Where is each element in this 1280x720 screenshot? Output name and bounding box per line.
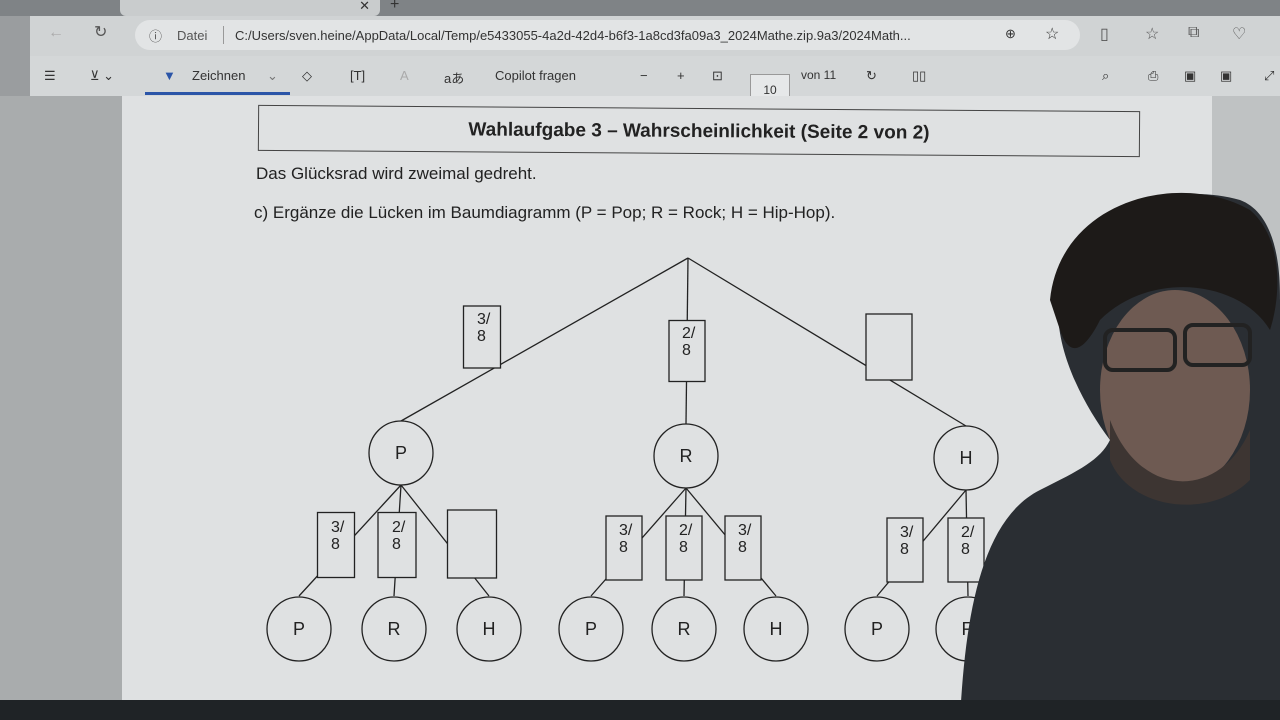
probability-fraction: 3/8 xyxy=(477,311,491,345)
outcome-label: P xyxy=(871,619,883,639)
copilot-button[interactable]: Copilot fragen xyxy=(495,68,576,83)
outcome-label: R xyxy=(388,619,401,639)
collections-icon[interactable]: ⧉ xyxy=(1188,24,1200,41)
text-icon[interactable]: [T] xyxy=(350,68,366,83)
probability-fraction: 3/8 xyxy=(738,522,752,556)
probability-box xyxy=(377,511,417,579)
draw-button[interactable]: ▼ Zeichnen ⌄ xyxy=(145,60,290,95)
probability-fraction: 3/8 xyxy=(619,522,633,556)
probability-fraction: 2/8 xyxy=(679,522,693,556)
tab-strip: ✕ + xyxy=(0,0,1280,16)
probability-box xyxy=(462,305,502,369)
branch-line xyxy=(400,257,689,422)
highlight-icon[interactable]: ⊻ ⌄ xyxy=(90,68,115,83)
page-view-icon[interactable]: ▯▯ xyxy=(912,68,927,83)
print-icon[interactable]: ⎙ xyxy=(1148,68,1159,83)
instruction-line-2: c) Ergänze die Lücken im Baumdiagramm (P… xyxy=(254,203,836,222)
taskbar xyxy=(0,700,1280,720)
outcome-label: H xyxy=(770,619,783,639)
probability-box xyxy=(605,515,643,581)
translate-icon[interactable]: aあ xyxy=(444,71,465,86)
outcome-node xyxy=(456,596,522,662)
probability-fraction: 3/8 xyxy=(900,524,914,558)
outcome-label: R xyxy=(962,619,975,639)
outcome-label: P xyxy=(293,619,305,639)
favorite-star-icon[interactable]: ☆ xyxy=(1045,26,1060,43)
chevron-down-icon[interactable]: ⌄ xyxy=(267,68,278,83)
rotate-icon[interactable]: ↻ xyxy=(866,68,877,83)
refresh-icon[interactable]: ↻ xyxy=(94,24,108,41)
favorites-icon[interactable]: ☆ xyxy=(1145,26,1160,43)
address-row: ← ↻ ⓘ Datei C:/Users/sven.heine/AppData/… xyxy=(30,16,1280,56)
contents-icon[interactable]: ☰ xyxy=(44,68,56,83)
outcome-label: P xyxy=(585,619,597,639)
outcome-node xyxy=(558,596,624,662)
probability-box xyxy=(724,515,762,581)
save-as-icon[interactable]: ▣ xyxy=(1220,68,1233,83)
outcome-label: R xyxy=(680,446,693,466)
probability-box xyxy=(668,319,706,383)
draw-icon: ▼ xyxy=(163,68,176,83)
new-tab-icon[interactable]: + xyxy=(390,0,400,13)
fullscreen-icon[interactable]: ⤢ xyxy=(1264,68,1275,83)
fit-width-icon[interactable]: ⊡ xyxy=(712,68,723,83)
info-icon[interactable]: ⓘ xyxy=(149,29,163,44)
empty-probability-box xyxy=(865,313,913,381)
outcome-node xyxy=(844,596,910,662)
pdf-toolbar: ☰ ⊻ ⌄ ▼ Zeichnen ⌄ ◇ [T] A aあ Copilot fr… xyxy=(30,56,1280,106)
zoom-in-button[interactable]: + xyxy=(677,68,685,83)
close-tab-icon[interactable]: ✕ xyxy=(359,0,370,13)
back-icon[interactable]: ← xyxy=(48,24,64,41)
outcome-node xyxy=(266,596,332,662)
instruction-line-1: Das Glücksrad wird zweimal gedreht. xyxy=(256,164,537,183)
divider xyxy=(223,26,224,44)
probability-fraction: 2/8 xyxy=(682,325,696,359)
text-format-icon[interactable]: A xyxy=(400,68,409,83)
outcome-label: H xyxy=(960,448,973,468)
left-margin xyxy=(0,96,122,700)
probability-fraction: 2/8 xyxy=(392,519,406,553)
probability-fraction: 3/8 xyxy=(331,519,345,553)
url-text[interactable]: C:/Users/sven.heine/AppData/Local/Temp/e… xyxy=(235,28,911,43)
outcome-node xyxy=(651,596,717,662)
outcome-label: R xyxy=(678,619,691,639)
probability-box xyxy=(316,511,356,579)
probability-fraction: 2/8 xyxy=(961,524,975,558)
draw-label: Zeichnen xyxy=(192,68,246,83)
save-icon[interactable]: ▣ xyxy=(1184,68,1197,83)
branch-line xyxy=(687,257,967,427)
probability-box xyxy=(665,515,703,581)
search-icon[interactable]: ⌕ xyxy=(1102,68,1110,83)
outcome-node xyxy=(361,596,427,662)
address-prefix: Datei xyxy=(177,28,208,43)
probability-box xyxy=(886,517,924,583)
zoom-icon[interactable]: ⊕ xyxy=(1005,26,1016,41)
outcome-node xyxy=(743,596,809,662)
split-screen-icon[interactable]: ▯ xyxy=(1100,26,1109,43)
outcome-label: P xyxy=(395,443,407,463)
outcome-label: H xyxy=(483,619,496,639)
tab-pdf[interactable]: ✕ xyxy=(120,0,380,16)
extensions-icon[interactable]: ♡ xyxy=(1232,26,1247,43)
page-total: von 11 xyxy=(801,68,837,82)
empty-probability-box xyxy=(446,509,498,579)
zoom-out-button[interactable]: − xyxy=(640,68,648,83)
eraser-icon[interactable]: ◇ xyxy=(302,68,312,83)
address-bar[interactable]: ⓘ Datei C:/Users/sven.heine/AppData/Loca… xyxy=(135,20,1080,50)
page-current: 10 xyxy=(763,83,777,97)
